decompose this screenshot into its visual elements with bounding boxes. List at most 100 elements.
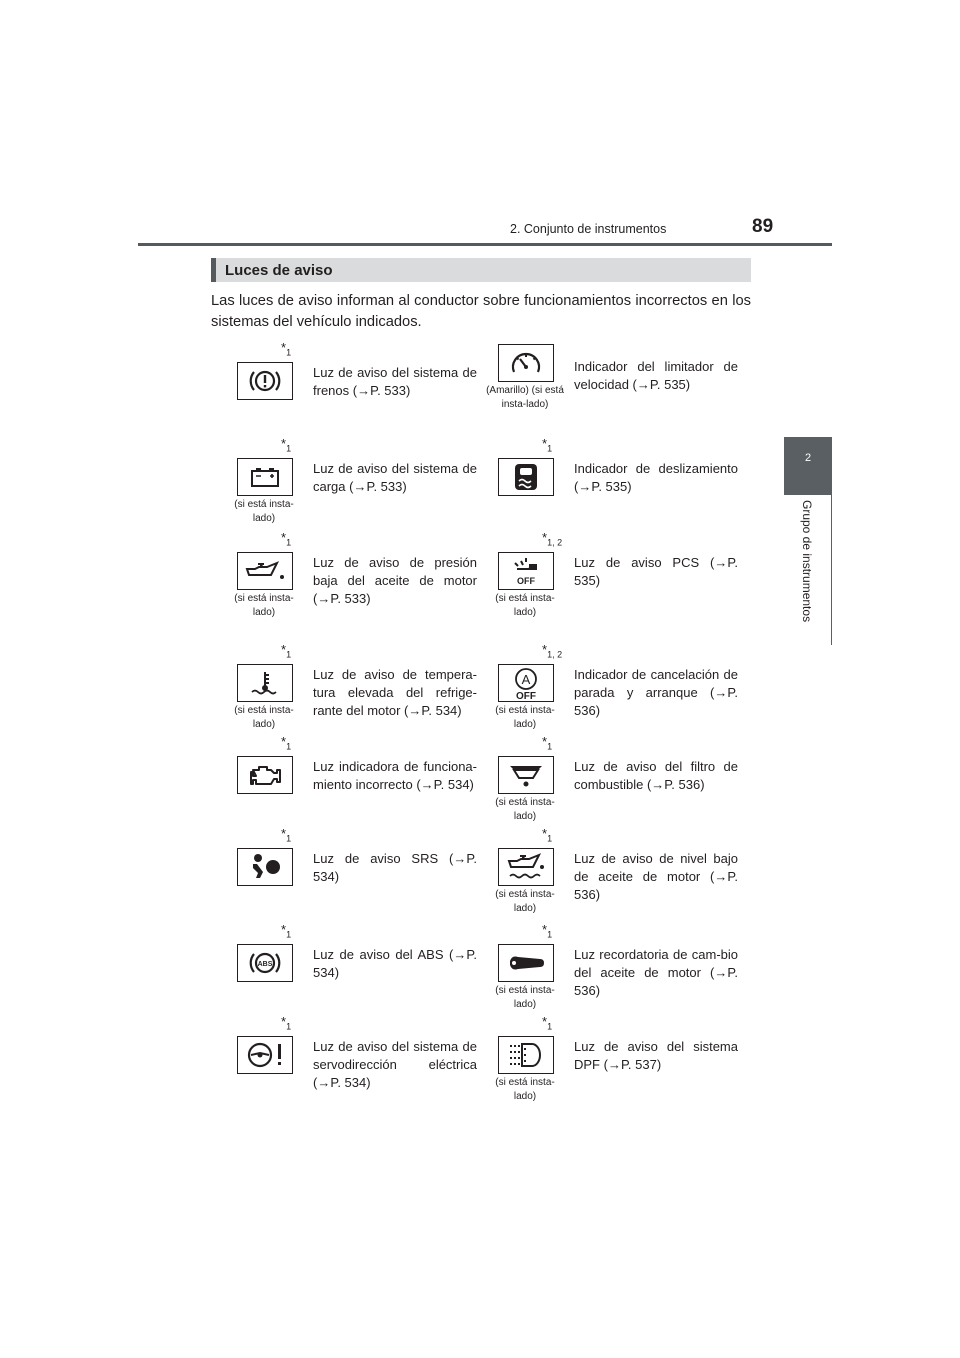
svg-text:A: A	[522, 672, 531, 687]
chapter-tab-label: Grupo de instrumentos	[800, 500, 814, 623]
asterisk: *	[542, 530, 548, 545]
asterisk: *	[281, 922, 287, 937]
footnote-number: 1	[286, 929, 292, 940]
installation-note: (Amarillo) (si está insta-lado)	[486, 385, 564, 410]
asterisk: *	[542, 436, 548, 451]
warning-light-description: Indicador de deslizamiento (→P. 535)	[574, 461, 738, 494]
header-section-title: 2. Conjunto de instrumentos	[510, 222, 667, 236]
footnote-marker: *1	[542, 1014, 552, 1032]
oil-maintenance-icon	[498, 944, 554, 982]
section-intro: Las luces de aviso informan al conductor…	[211, 293, 751, 330]
section-heading-bar	[211, 258, 751, 282]
svg-text:ABS: ABS	[258, 961, 273, 968]
dpf-icon	[498, 1036, 554, 1074]
check-engine-icon	[237, 756, 293, 794]
asterisk: *	[281, 734, 287, 749]
footnote-marker: *1	[542, 826, 552, 844]
chapter-tab-rule	[831, 495, 832, 645]
warning-light-description: Luz de aviso PCS (→P. 535)	[574, 555, 738, 588]
warning-light-description: Luz de aviso del ABS (→P. 534)	[313, 947, 477, 980]
section-heading-marker	[211, 258, 216, 282]
abs-icon: ABS	[237, 944, 293, 982]
pcs-off-icon: OFF	[498, 552, 554, 590]
installation-note: (si está insta-lado)	[495, 593, 555, 618]
footnote-number: 1	[547, 929, 553, 940]
footnote-marker: *1	[281, 734, 291, 752]
speed-limiter-icon	[498, 344, 554, 382]
footnote-number: 1	[547, 1021, 553, 1032]
warning-light-description: Luz de aviso de presión baja del aceite …	[313, 555, 477, 606]
fuel-filter-icon	[498, 756, 554, 794]
footnote-marker: *1	[281, 340, 291, 358]
asterisk: *	[281, 530, 287, 545]
asterisk: *	[281, 436, 287, 451]
asterisk: *	[281, 826, 287, 841]
footnote-marker: *1	[542, 436, 552, 454]
footnote-marker: *1	[281, 530, 291, 548]
warning-light-entry: *1 (si está insta-lado) Luz de aviso del s…	[211, 436, 481, 530]
asterisk: *	[542, 826, 548, 841]
warning-light-entry: *1 (si está insta-lado) Luz de aviso de pr…	[211, 530, 481, 624]
installation-note: (si está insta-lado)	[495, 1077, 555, 1102]
footnote-marker: *1	[281, 922, 291, 940]
battery-icon	[237, 458, 293, 496]
warning-light-description: Indicador de cancelación de parada y arr…	[574, 667, 738, 718]
warning-light-entry: *1 (si está insta-lado) Luz de aviso del s…	[472, 1014, 742, 1108]
footnote-number: 1	[547, 443, 553, 454]
asterisk: *	[542, 642, 548, 657]
slip-indicator-icon	[498, 458, 554, 496]
footnote-number: 1	[286, 537, 292, 548]
coolant-temperature-icon	[237, 664, 293, 702]
warning-light-description: Luz de aviso del sistema de servodirecci…	[313, 1039, 477, 1090]
warning-light-entry: *1(si está insta-lado)Luz de aviso de ni…	[472, 826, 742, 920]
svg-text:OFF: OFF	[517, 576, 535, 586]
warning-light-description: Luz de aviso de tempera-tura elevada del…	[313, 667, 477, 718]
page-number: 89	[752, 216, 774, 237]
warning-light-description: Luz de aviso del sistema DPF (→P. 537)	[574, 1039, 738, 1072]
warning-light-description: Luz de aviso del sistema de carga (→P. 5…	[313, 461, 477, 494]
asterisk: *	[542, 1014, 548, 1029]
warning-light-entry: *1(si está insta-lado)Luz recordatoria d…	[472, 922, 742, 1016]
header-rule	[138, 243, 832, 246]
asterisk: *	[281, 1014, 287, 1029]
footnote-marker: *1	[281, 826, 291, 844]
warning-light-description: Indicador del limitador de velocidad (→P…	[574, 359, 738, 392]
warning-light-description: Luz recordatoria de cam-bio del aceite d…	[574, 947, 738, 998]
warning-light-entry: *1(si está insta-lado)Luz de aviso del f…	[472, 734, 742, 828]
chapter-tab[interactable]	[784, 437, 832, 495]
footnote-number: 1	[547, 741, 553, 752]
footnote-marker: *1	[281, 1014, 291, 1032]
brake-warning-icon	[237, 362, 293, 400]
footnote-number: 1, 2	[547, 537, 563, 548]
footnote-number: 1	[286, 443, 292, 454]
installation-note: (si está insta-lado)	[234, 593, 294, 618]
warning-light-description: Luz de aviso SRS (→P. 534)	[313, 851, 477, 884]
section-title: Luces de aviso	[225, 262, 333, 279]
footnote-number: 1	[286, 649, 292, 660]
footnote-number: 1	[286, 833, 292, 844]
svg-text:OFF: OFF	[516, 691, 536, 700]
chapter-tab-number: 2	[804, 452, 812, 464]
footnote-number: 1	[286, 741, 292, 752]
installation-note: (si está insta-lado)	[234, 705, 294, 730]
warning-light-description: Luz de aviso de nivel bajo de aceite de …	[574, 851, 738, 902]
asterisk: *	[281, 642, 287, 657]
footnote-marker: *1	[542, 734, 552, 752]
asterisk: *	[542, 922, 548, 937]
warning-light-description: Luz de aviso del sistema de frenos (→P. …	[313, 365, 477, 398]
srs-airbag-icon	[237, 848, 293, 886]
warning-light-entry: (Amarillo) (si está insta-lado) Indicador…	[472, 340, 742, 434]
asterisk: *	[542, 734, 548, 749]
low-oil-level-icon	[498, 848, 554, 886]
warning-light-entry: *1 (si está insta-lado) Luz de aviso de te…	[211, 642, 481, 736]
warning-light-description: Luz de aviso del filtro de combustible (…	[574, 759, 738, 792]
footnote-number: 1	[547, 833, 553, 844]
installation-note: (si está insta-lado)	[234, 499, 294, 524]
footnote-marker: *1, 2	[542, 642, 562, 660]
